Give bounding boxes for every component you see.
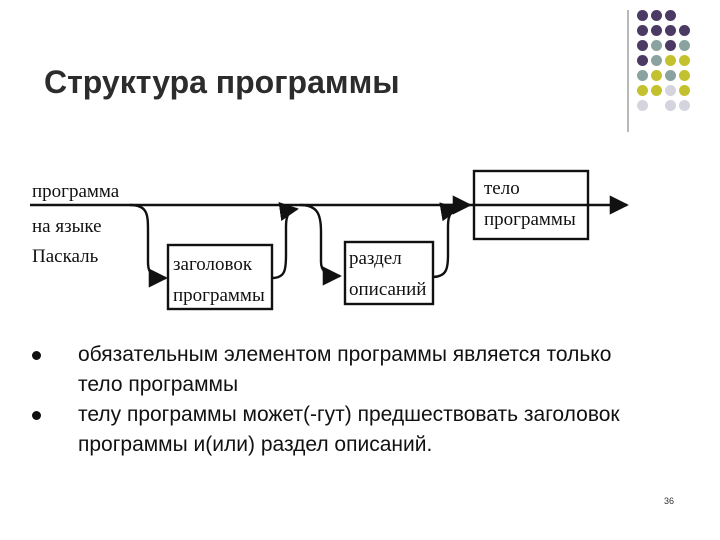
decorative-dot <box>679 100 690 111</box>
decorative-dot <box>637 85 648 96</box>
bullet-text: обязательным элементом программы являетс… <box>78 343 612 396</box>
decorative-dot-grid <box>637 10 693 115</box>
declarations-box-label-1: раздел <box>349 248 402 269</box>
decorative-dot <box>665 25 676 36</box>
bullet-icon <box>32 411 41 420</box>
decorative-dot <box>651 85 662 96</box>
bullet-list: обязательным элементом программы являетс… <box>32 340 652 460</box>
decorative-dot <box>637 70 648 81</box>
decorative-dot <box>679 85 690 96</box>
decorative-dot <box>637 10 648 21</box>
body-box <box>472 169 590 241</box>
decorative-dot <box>679 55 690 66</box>
header-box-label-1: заголовок <box>173 254 253 275</box>
left-label-line-1: программа <box>32 181 120 202</box>
decorative-dot <box>651 55 662 66</box>
page-number: 36 <box>664 496 675 506</box>
declarations-box <box>343 240 435 306</box>
header-box-label-2: программы <box>173 285 265 306</box>
decorative-dot <box>637 100 648 111</box>
decorative-dot <box>665 40 676 51</box>
branch-to-header <box>129 203 168 288</box>
decorative-dot <box>651 10 662 21</box>
decorative-dot <box>665 55 676 66</box>
branch-from-header <box>271 201 299 280</box>
decorative-dot <box>651 70 662 81</box>
left-label-line-2: на языке <box>32 216 102 237</box>
bullet-text: телу программы может(-гут) предшествоват… <box>78 403 620 456</box>
bullet-icon <box>32 351 41 360</box>
vertical-divider <box>627 10 629 132</box>
body-box-label-2: программы <box>484 209 576 230</box>
decorative-dot <box>679 25 690 36</box>
decorative-dot <box>665 70 676 81</box>
bullet-item: обязательным элементом программы являетс… <box>32 340 652 400</box>
decorative-dot <box>651 40 662 51</box>
decorative-dot <box>637 55 648 66</box>
slide-title: Структура программы <box>44 64 400 100</box>
decorative-dot <box>637 40 648 51</box>
declarations-box-label-2: описаний <box>349 279 426 300</box>
decorative-dot <box>637 25 648 36</box>
bullet-item: телу программы может(-гут) предшествоват… <box>32 400 652 460</box>
decorative-dot <box>651 25 662 36</box>
decorative-dot <box>665 85 676 96</box>
decorative-dot <box>665 100 676 111</box>
branch-from-declarations <box>431 202 460 279</box>
decorative-dot <box>679 40 690 51</box>
left-label-line-3: Паскаль <box>32 246 99 267</box>
syntax-diagram: программа на языке Паскаль заголовок про… <box>30 169 629 311</box>
header-box <box>166 243 274 311</box>
decorative-dot <box>679 70 690 81</box>
decorative-dot <box>665 10 676 21</box>
body-box-label-1: тело <box>484 178 520 199</box>
branch-to-declarations <box>299 203 342 286</box>
